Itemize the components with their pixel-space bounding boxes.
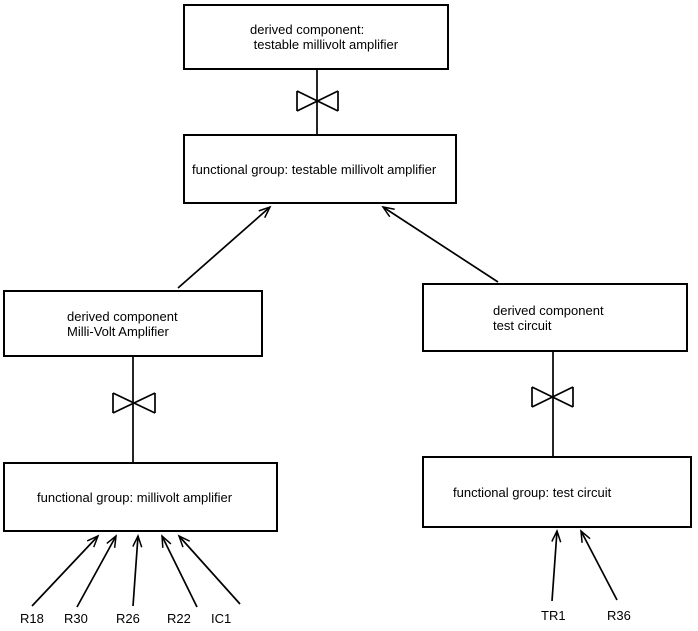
node-label-line: derived component: — [250, 22, 365, 37]
component-label-tr1: TR1 — [541, 608, 566, 623]
arrows-components-to-fg-test — [551, 531, 618, 602]
arrows-components-to-fg-millivolt — [31, 536, 241, 608]
arrow-r22 — [162, 536, 198, 608]
component-label-r30: R30 — [64, 611, 88, 626]
arrow-r36 — [581, 531, 618, 601]
component-label-r36: R36 — [607, 608, 631, 623]
node-functional-group-test-circuit: functional group: test circuit — [422, 456, 692, 528]
component-label-r22: R22 — [167, 611, 191, 626]
node-functional-group-millivolt-amplifier: functional group: millivolt amplifier — [3, 462, 278, 532]
component-label-ic1: IC1 — [211, 611, 232, 626]
bowtie-icon — [296, 90, 339, 112]
node-label-line: functional group: testable millivolt amp… — [192, 161, 437, 177]
node-label-line: functional group: millivolt amplifier — [37, 489, 233, 505]
node-label-line: test circuit — [493, 317, 552, 333]
connector-right-decomposition — [531, 352, 574, 456]
arrow-r26 — [132, 536, 138, 607]
node-derived-component-test-circuit: derived component test circuit — [422, 283, 688, 352]
component-label-r18: R18 — [20, 611, 44, 626]
bowtie-icon — [531, 386, 574, 408]
node-label-line: Milli-Volt Amplifier — [67, 323, 169, 339]
node-label-line: derived component — [493, 302, 604, 318]
connector-top-decomposition — [296, 70, 339, 134]
arrow-tr1 — [551, 531, 557, 602]
arrow-r18 — [31, 536, 98, 607]
node-derived-component-milli-volt-amplifier: derived component Milli-Volt Amplifier — [3, 290, 263, 357]
component-label-r26: R26 — [116, 611, 140, 626]
connector-left-decomposition — [112, 357, 156, 462]
node-label-line: testable millivolt amplifier — [250, 37, 399, 52]
arrow-ic1 — [179, 536, 241, 605]
node-functional-group-testable-millivolt-amplifier: functional group: testable millivolt amp… — [183, 134, 457, 204]
node-derived-component-testable-millivolt-amplifier: derived component: testable millivolt am… — [183, 4, 449, 70]
bowtie-icon — [112, 392, 156, 414]
node-label-line: functional group: test circuit — [453, 484, 612, 500]
arrow-derived-test-to-fg-testable — [383, 207, 499, 283]
arrow-derived-millivolt-to-fg-testable — [177, 207, 270, 289]
arrow-r30 — [76, 536, 116, 608]
node-label-line: derived component — [67, 308, 178, 324]
